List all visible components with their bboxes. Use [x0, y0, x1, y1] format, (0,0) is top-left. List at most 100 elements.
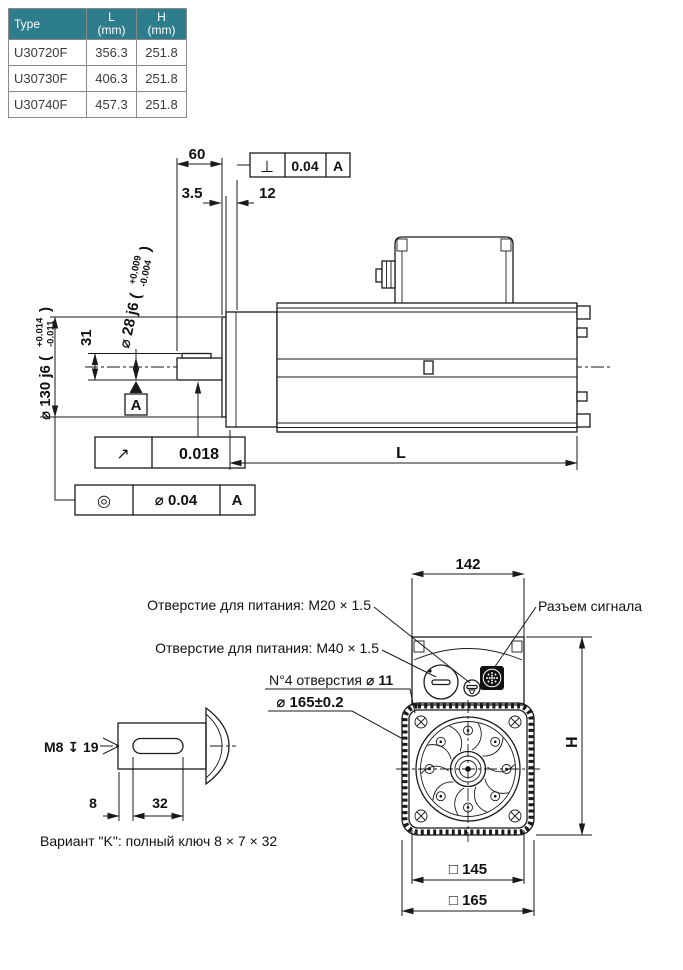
table-row: U30730F 406.3 251.8 [8, 65, 187, 92]
table-row: U30740F 457.3 251.8 [8, 91, 187, 118]
dia28-text: ⌀ 28 j6 ( [116, 292, 144, 350]
dia130-text: ⌀ 130 j6 ( [37, 356, 54, 420]
fan-ring [420, 721, 516, 817]
dim-145: □ 145 [449, 861, 487, 878]
datum-a-box [124, 393, 148, 416]
perp-frame [249, 152, 351, 178]
corner-screw [414, 715, 428, 729]
runout-frame [94, 436, 246, 469]
conc-frame [74, 484, 256, 516]
lid-arc [413, 648, 523, 661]
m40-plug-slot [431, 679, 451, 686]
label-tap-m8: M8 ↧ 19 [44, 739, 99, 755]
rear-tab [576, 391, 588, 402]
cell-l: 457.3 [86, 91, 137, 118]
lid-screw [500, 238, 512, 252]
lid-screw [396, 238, 408, 252]
corner-screw [508, 715, 522, 729]
fan-shroud [415, 716, 521, 822]
label-signal: Разъем сигнала [538, 598, 642, 614]
col-l-letter: L [108, 10, 115, 25]
dim-H: H [564, 736, 581, 748]
flange-side [225, 311, 278, 428]
shaft-bell [205, 706, 230, 786]
perpendicularity-icon: ⊥ [260, 159, 274, 176]
label-holes-dia: ⌀ 11 [366, 672, 393, 688]
dim-3-5: 3.5 [182, 185, 203, 202]
cable-gland-nut [381, 260, 396, 289]
label-bolt-circle: ⌀ 165±0.2 [276, 694, 343, 711]
dim-32: 32 [152, 795, 168, 811]
bell-arc [205, 713, 223, 779]
shaft-end-circle [459, 760, 477, 778]
fan-bolts [424, 725, 512, 813]
label-m40: Отверстие для питания: M40 × 1.5 [155, 640, 379, 656]
label-m20: Отверстие для питания: M20 × 1.5 [147, 597, 371, 613]
connector-ring [482, 668, 502, 688]
rear-tab [576, 413, 591, 428]
cell-type: U30720F [8, 39, 87, 66]
type-dimension-table: Type L(mm) H(mm) U30720F 356.3 251.8 U30… [8, 8, 187, 118]
datum-a-label: A [131, 397, 142, 414]
shaft-detail-view: M8 ↧ 19 8 32 Вариант "K": полный ключ 8 … [40, 706, 277, 849]
signal-connector [480, 666, 504, 690]
dim-60: 60 [189, 146, 206, 163]
cell-type: U30730F [8, 65, 87, 92]
m20-plug [468, 689, 476, 694]
signal-leader [493, 606, 537, 669]
shaft-center-dot [465, 766, 471, 772]
motor-front-view: 142 [147, 556, 642, 916]
connector-pins [486, 672, 498, 684]
shaft-side [176, 357, 223, 381]
m20-leader [373, 606, 471, 684]
col-h-letter: H [157, 10, 166, 25]
table-row: U30720F 356.3 251.8 [8, 39, 187, 66]
keyway-slot [132, 737, 184, 755]
motor-side-view [85, 236, 612, 433]
conc-datum: A [232, 492, 243, 509]
tap-leader [102, 737, 120, 747]
lid-corner-tab [511, 640, 523, 653]
dia28-label: ⌀ 28 j6 ( +0.009 -0.004 ) [116, 245, 155, 350]
cable-gland-tip [375, 268, 383, 283]
dim-L: L [396, 445, 406, 462]
dia130-label: ⌀ 130 j6 ( +0.014 -0.011 ) [35, 307, 57, 420]
body-plug [423, 360, 434, 375]
m40-dot [428, 669, 432, 673]
tap-leader [102, 745, 120, 755]
runout-value: 0.018 [179, 446, 219, 463]
conc-leader [54, 417, 75, 501]
dia130-close: ) [37, 307, 54, 312]
corner-screw [414, 809, 428, 823]
rear-tab [576, 327, 588, 338]
perp-value: 0.04 [291, 158, 318, 174]
dia28-close: ) [137, 245, 155, 253]
hub-circle [449, 750, 487, 788]
datum-triangle [129, 381, 143, 393]
runout-icon: ↗ [116, 446, 129, 463]
corner-screw [508, 809, 522, 823]
gland-hole-m40 [423, 664, 459, 700]
col-h-unit: (mm) [147, 23, 176, 37]
dim-142: 142 [455, 556, 480, 573]
dim-12: 12 [259, 185, 276, 202]
fan-assembly [415, 716, 521, 822]
cell-l: 356.3 [86, 39, 137, 66]
col-header-h: H(mm) [136, 8, 187, 40]
dia130-minus: -0.011 [46, 320, 57, 347]
terminal-box-side [394, 236, 514, 303]
cell-l: 406.3 [86, 65, 137, 92]
dia130-plus: +0.014 [35, 317, 46, 347]
hub-circle [454, 755, 482, 783]
cell-type: U30740F [8, 91, 87, 118]
m20-plug-slot [466, 684, 478, 690]
variant-k-caption: Вариант "K": полный ключ 8 × 7 × 32 [40, 833, 277, 849]
holes-leader [265, 688, 416, 714]
dim-h-label: H [564, 736, 581, 748]
shaft-detail [117, 722, 207, 770]
m40-leader [381, 649, 437, 678]
dim-31: 31 [78, 329, 95, 346]
perp-datum: A [333, 158, 343, 174]
